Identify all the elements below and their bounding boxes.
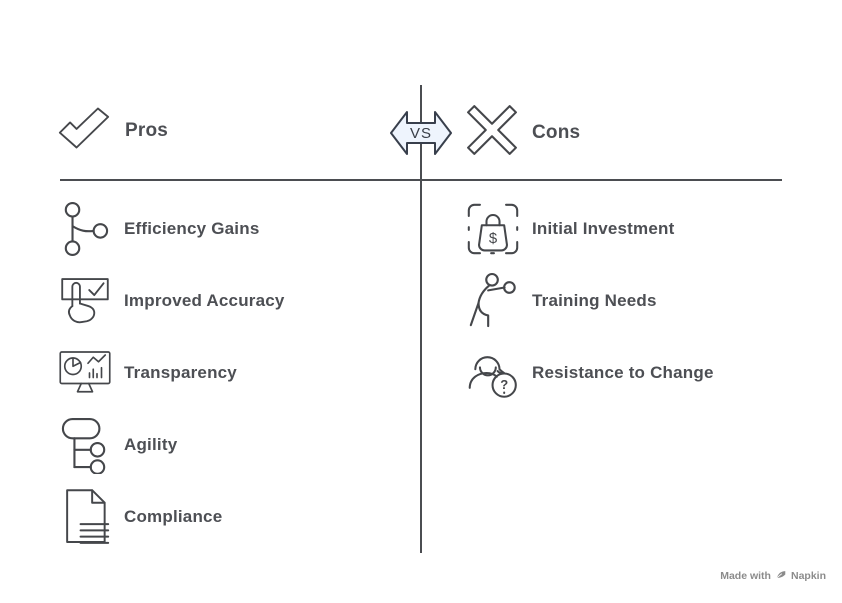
list-item: Agility	[58, 409, 285, 481]
napkin-logo-icon	[775, 569, 787, 583]
cons-items-column: $ Initial Investment Training Needs	[466, 193, 714, 409]
list-item-label: Improved Accuracy	[124, 291, 285, 310]
vs-badge: VS	[390, 108, 452, 158]
list-item: Efficiency Gains	[58, 193, 285, 265]
list-item-label: Initial Investment	[532, 219, 675, 238]
shopping-bag-dollar-icon: $	[466, 201, 520, 257]
document-lines-icon	[58, 487, 112, 547]
monitor-charts-icon	[58, 344, 112, 402]
watermark: Made with Napkin	[720, 569, 826, 583]
list-item: Improved Accuracy	[58, 265, 285, 337]
list-item: Compliance	[58, 481, 285, 553]
list-item: ? Resistance to Change	[466, 337, 714, 409]
watermark-brand: Napkin	[790, 570, 826, 582]
person-question-icon: ?	[466, 346, 520, 400]
vertical-divider	[420, 85, 422, 553]
vs-label: VS	[409, 124, 432, 142]
list-item-label: Agility	[124, 435, 178, 454]
pros-header: Pros	[58, 106, 168, 155]
list-item-label: Transparency	[124, 363, 237, 382]
watermark-prefix: Made with	[720, 570, 771, 582]
cons-title: Cons	[532, 121, 581, 143]
list-item-label: Resistance to Change	[532, 363, 714, 382]
list-item-label: Compliance	[124, 507, 223, 526]
pros-items-column: Efficiency Gains Improved Accuracy	[58, 193, 285, 553]
check-icon	[58, 106, 110, 155]
x-icon	[466, 104, 518, 161]
list-item-label: Efficiency Gains	[124, 219, 260, 238]
cons-header: Cons	[466, 104, 580, 161]
list-item: Training Needs	[466, 265, 714, 337]
list-item: $ Initial Investment	[466, 193, 714, 265]
svg-text:$: $	[489, 231, 498, 247]
list-item-label: Training Needs	[532, 291, 657, 310]
flowchart-icon	[58, 416, 112, 474]
hand-tap-check-icon	[58, 273, 112, 329]
network-nodes-icon	[58, 200, 112, 258]
exercise-person-icon	[466, 272, 520, 330]
pros-title: Pros	[125, 119, 169, 141]
list-item: Transparency	[58, 337, 285, 409]
svg-text:?: ?	[500, 377, 508, 392]
